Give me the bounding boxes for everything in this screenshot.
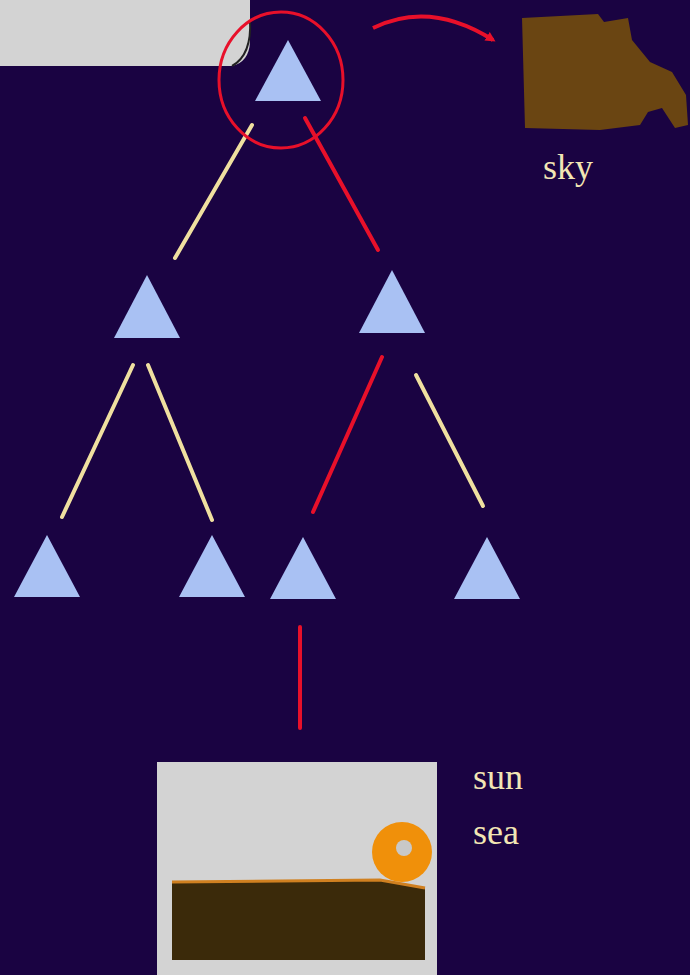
image-region: sunsea (157, 762, 690, 975)
grey-panel (0, 0, 250, 66)
sun-segment (372, 822, 432, 882)
segment-label: sea (473, 811, 519, 854)
pointer-arrow (373, 16, 493, 40)
sea-segment (172, 880, 425, 960)
sun-highlight (396, 840, 412, 856)
sea-edge (172, 880, 425, 888)
sky-region: sky (515, 10, 687, 190)
segment-label: sky (543, 146, 593, 189)
highlight-circle (219, 12, 343, 148)
tree-triangles (14, 40, 520, 599)
tree-branches (62, 118, 483, 728)
segmented-image (157, 762, 437, 975)
sky-segment (522, 14, 688, 130)
segment-label: sun (473, 756, 523, 799)
